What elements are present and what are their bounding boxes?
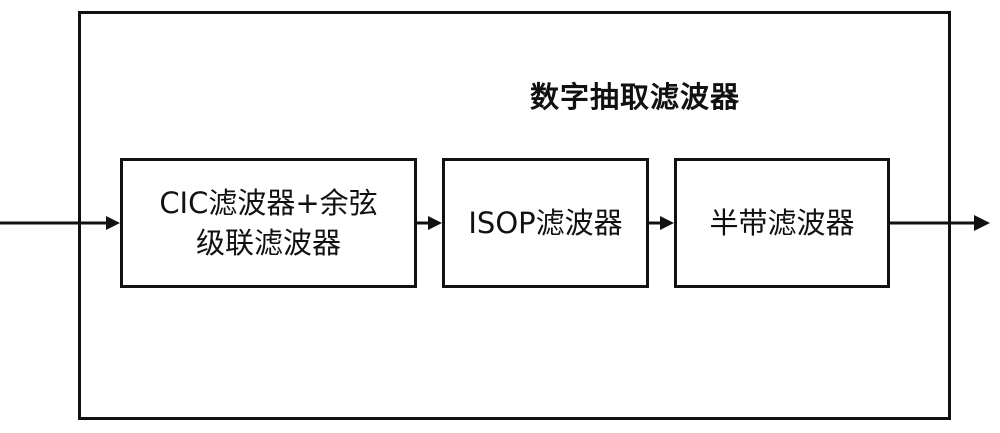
cic-cosine-cascade-filter-block: CIC滤波器+余弦 级联滤波器	[120, 158, 417, 288]
isop-block-label: ISOP滤波器	[468, 206, 623, 240]
cic-block-label: CIC滤波器+余弦 级联滤波器	[159, 183, 377, 263]
isop-filter-block: ISOP滤波器	[442, 158, 649, 288]
half-band-block-label: 半带滤波器	[709, 206, 855, 240]
isop-to-halfband-arrowhead	[660, 216, 674, 230]
cic-to-isop-arrowhead	[428, 216, 442, 230]
cic-block-label-line-1: CIC滤波器+余弦	[159, 186, 378, 220]
input-arrowhead	[106, 216, 120, 230]
cic-block-label-line-2: 级联滤波器	[195, 226, 341, 260]
diagram-title: 数字抽取滤波器	[530, 80, 741, 114]
half-band-filter-block: 半带滤波器	[674, 158, 890, 288]
output-arrowhead	[974, 215, 990, 231]
